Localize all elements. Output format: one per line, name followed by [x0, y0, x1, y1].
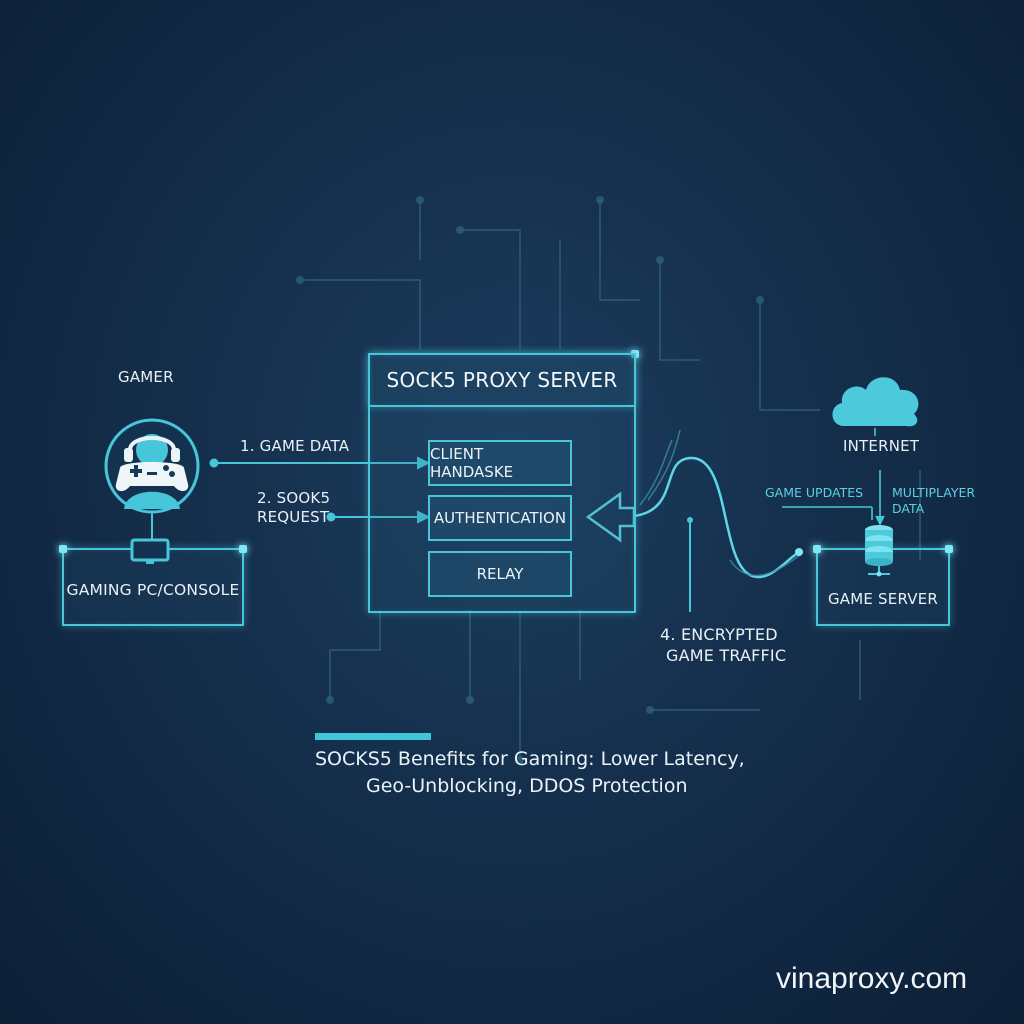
- flow-socks-request-line1: 2. SOOK5: [257, 489, 331, 507]
- server-database-icon: [862, 524, 896, 578]
- gaming-device-label: GAMING PC/CONSOLE: [66, 581, 240, 599]
- gamer-title: GAMER: [118, 368, 174, 386]
- multiplayer-data-line2: DATA: [892, 501, 925, 516]
- flow-encrypted-line1: 4. ENCRYPTED: [660, 625, 778, 644]
- game-updates-label: GAME UPDATES: [765, 485, 864, 500]
- step-client-handshake: CLIENT HANDASKE: [428, 440, 572, 486]
- proxy-server-title: SOCK5 PROXY SERVER: [386, 368, 618, 392]
- proxy-server-title-bar: SOCK5 PROXY SERVER: [368, 353, 636, 407]
- flow-socks-request-line2: REQUEST: [257, 508, 330, 526]
- cloud-icon: [826, 370, 926, 430]
- flow-encrypted-line2: GAME TRAFFIC: [666, 646, 787, 665]
- watermark: vinaproxy.com: [776, 962, 968, 995]
- monitor-icon: [130, 538, 170, 568]
- flow-game-data: 1. GAME DATA: [240, 437, 350, 455]
- benefits-line2: Geo-Unblocking, DDOS Protection: [366, 775, 688, 797]
- gamer-controller-icon: [102, 416, 202, 516]
- game-server-label: GAME SERVER: [827, 590, 939, 608]
- step-relay: RELAY: [428, 551, 572, 597]
- multiplayer-data-line1: MULTIPLAYER: [892, 485, 976, 500]
- benefits-line1: SOCKS5 Benefits for Gaming: Lower Latenc…: [315, 748, 745, 770]
- internet-label: INTERNET: [843, 437, 920, 455]
- step-authentication: AUTHENTICATION: [428, 495, 572, 541]
